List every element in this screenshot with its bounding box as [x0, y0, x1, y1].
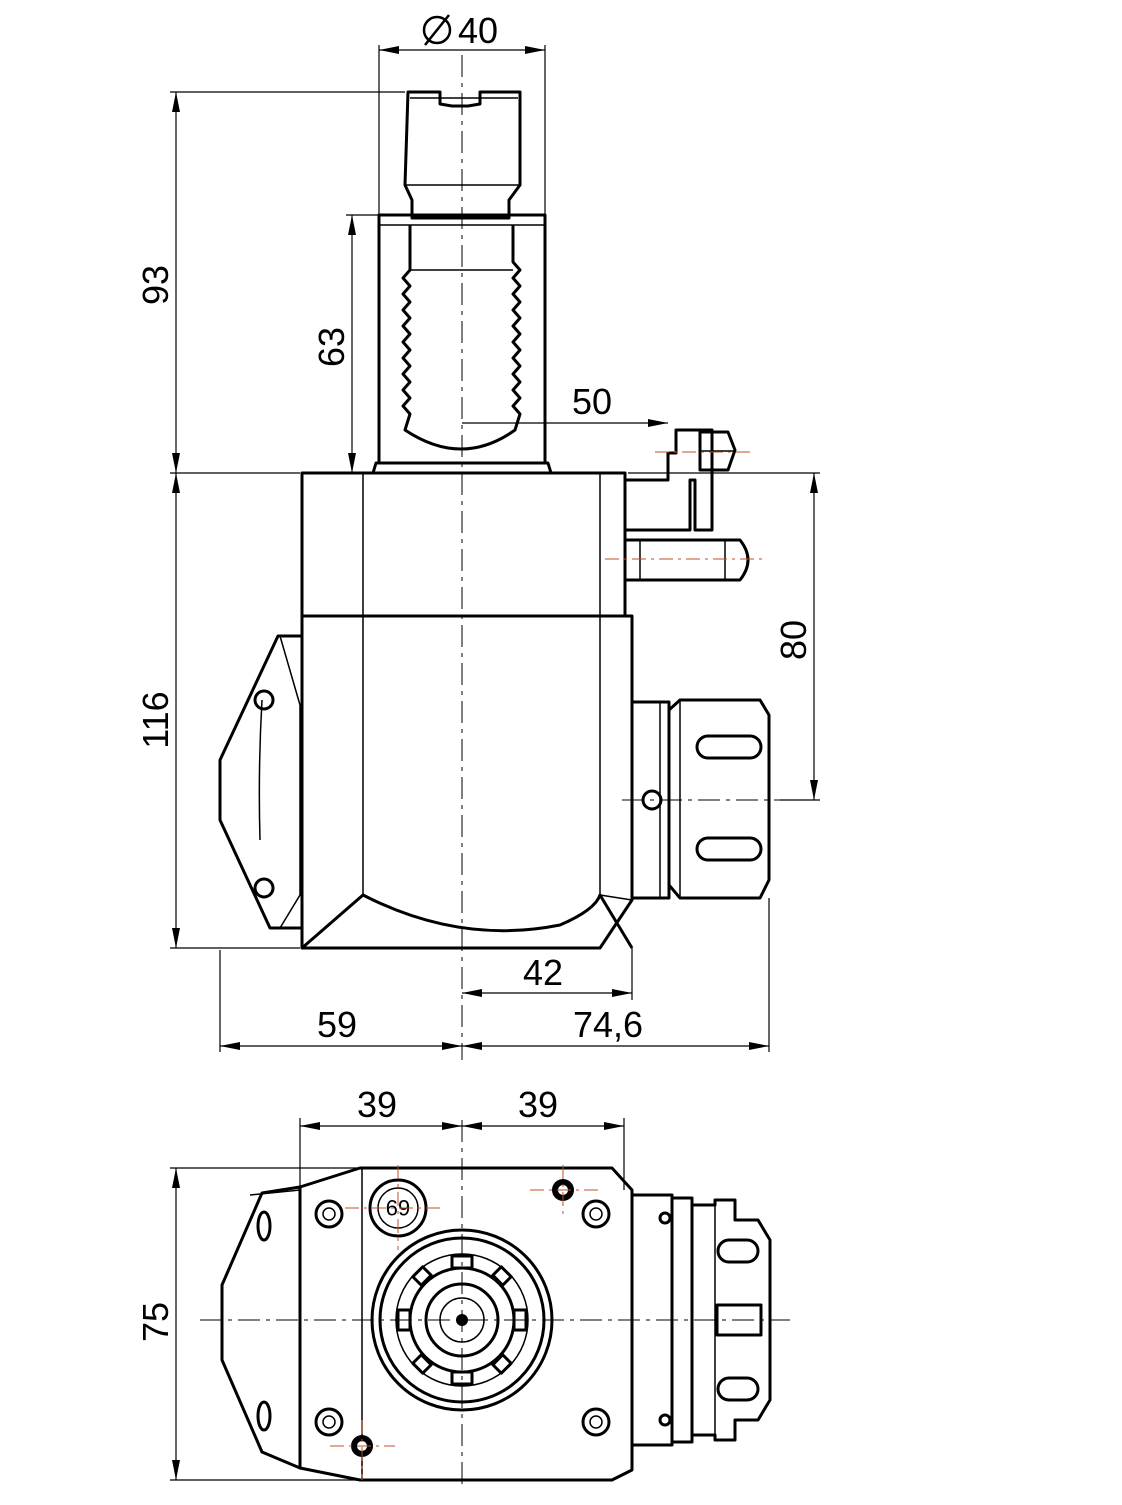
collet-side — [630, 698, 771, 900]
diameter-icon — [422, 14, 452, 46]
dim-63: 63 — [311, 327, 352, 367]
dim-50: 50 — [572, 381, 612, 422]
dim-74-6: 74,6 — [573, 1004, 643, 1045]
dim-80: 80 — [773, 620, 814, 660]
side-view — [218, 55, 780, 1060]
dim-39-right: 39 — [518, 1084, 558, 1125]
end-view: 69 — [200, 1120, 790, 1490]
dim-42: 42 — [523, 952, 563, 993]
housing-upper — [300, 471, 627, 618]
dim-75: 75 — [135, 1302, 176, 1342]
left-flange — [218, 634, 302, 930]
housing-lower — [300, 614, 634, 950]
dimension-labels: 40 93 63 50 116 80 42 59 74,6 39 39 75 — [135, 10, 814, 1342]
dim-116: 116 — [135, 691, 176, 748]
shank-top — [403, 90, 522, 220]
dim-59: 59 — [317, 1004, 357, 1045]
dim-diameter: 40 — [458, 10, 498, 51]
pin-bracket — [623, 428, 750, 582]
end-body — [298, 1166, 634, 1482]
dimension-lines — [170, 45, 820, 1481]
dim-39-left: 39 — [357, 1084, 397, 1125]
dim-93: 93 — [135, 265, 176, 305]
thread — [401, 225, 522, 451]
